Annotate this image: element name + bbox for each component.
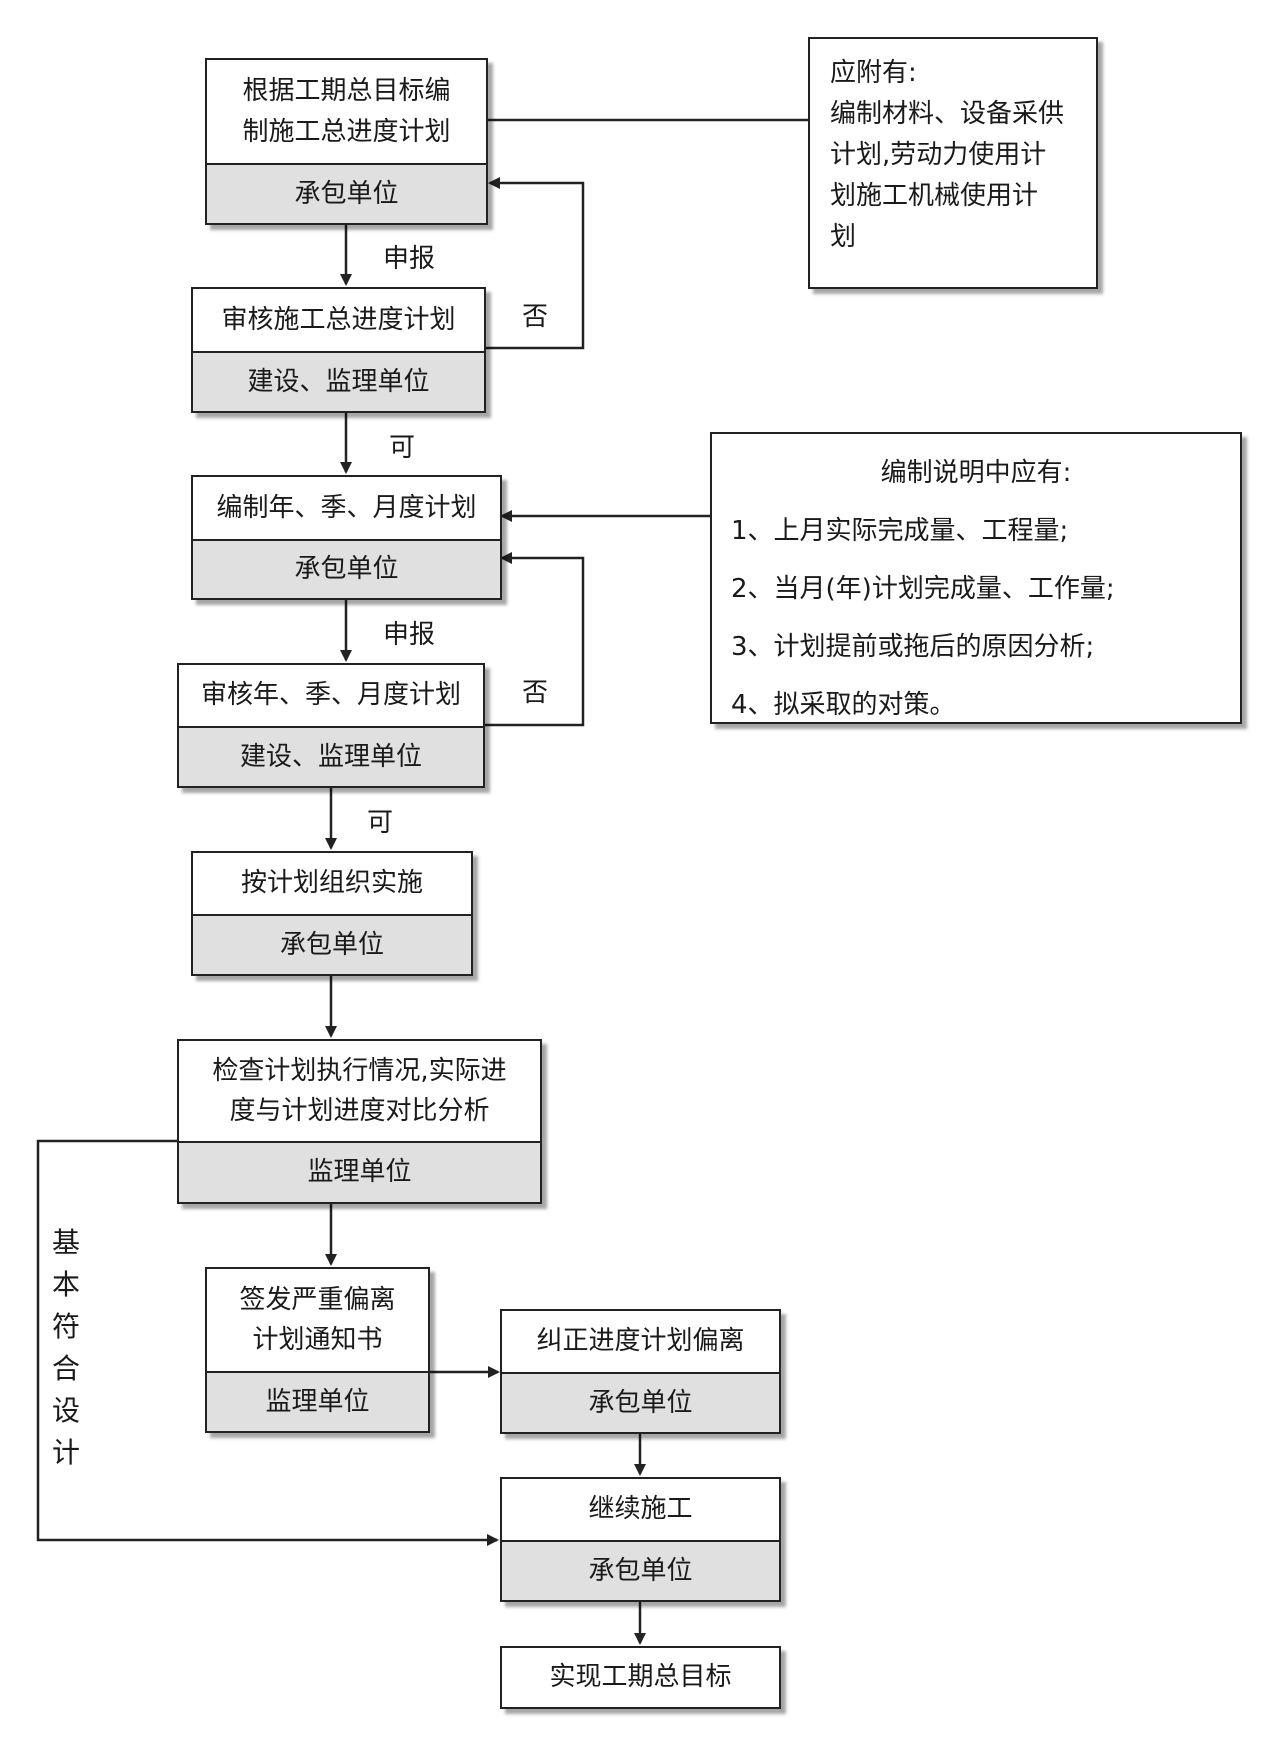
- node-continue-construction: 继续施工 承包单位: [500, 1477, 781, 1602]
- edge-n4-reject-n3: [484, 552, 585, 727]
- edge-n6-bypass-n9: [36, 1139, 499, 1546]
- attachment-note-line: 划: [830, 222, 857, 252]
- task-line: 度与计划进度对比分析: [229, 1096, 490, 1126]
- label-char: 基: [51, 1226, 80, 1259]
- label-reject: 否: [522, 678, 549, 708]
- label-char: 本: [51, 1268, 80, 1301]
- node-unit: 承包单位: [193, 541, 500, 598]
- node-unit: 承包单位: [193, 916, 471, 974]
- node-unit: 承包单位: [502, 1374, 779, 1432]
- explanation-note-item: 3、计划提前或拖后的原因分析;: [731, 632, 1095, 662]
- node-correct-deviation: 纠正进度计划偏离 承包单位: [500, 1309, 781, 1434]
- attachment-note-line: 划施工机械使用计: [830, 181, 1039, 211]
- node-task: 审核年、季、月度计划: [179, 665, 483, 728]
- node-task: 纠正进度计划偏离: [502, 1311, 779, 1374]
- node-review-periodic-plan: 审核年、季、月度计划 建设、监理单位: [177, 663, 485, 788]
- task-line: 制施工总进度计划: [242, 116, 451, 147]
- node-task: 签发严重偏离 计划通知书: [207, 1269, 428, 1373]
- node-task: 审核施工总进度计划: [193, 289, 484, 353]
- explanation-note-item: 2、当月(年)计划完成量、工作量;: [731, 574, 1115, 604]
- label-approve: 可: [367, 808, 394, 838]
- node-task: 继续施工: [502, 1479, 779, 1542]
- node-unit: 建设、监理单位: [179, 728, 483, 786]
- node-unit: 建设、监理单位: [193, 353, 484, 411]
- label-submit: 申报: [383, 244, 436, 274]
- attachment-note-line: 应附有:: [830, 58, 917, 88]
- task-line: 签发严重偏离: [239, 1284, 396, 1315]
- node-unit: 承包单位: [207, 165, 486, 223]
- label-char: 设: [51, 1394, 80, 1427]
- explanation-note-title: 编制说明中应有:: [880, 458, 1072, 488]
- node-task: 编制年、季、月度计划: [193, 477, 500, 541]
- task-line: 检查计划执行情况,实际进: [212, 1055, 507, 1086]
- node-task: 检查计划执行情况,实际进 度与计划进度对比分析: [179, 1041, 540, 1143]
- label-reject: 否: [522, 302, 549, 332]
- node-compile-periodic-plan: 编制年、季、月度计划 承包单位: [191, 475, 502, 600]
- attachment-note-line: 编制材料、设备采供: [830, 99, 1065, 129]
- label-basically-conforms: 基 本 符 合 设 计: [48, 1222, 84, 1474]
- label-char: 计: [51, 1436, 80, 1469]
- explanation-note-item: 1、上月实际完成量、工程量;: [731, 516, 1069, 546]
- label-submit: 申报: [383, 620, 436, 650]
- task-line: 计划通知书: [252, 1325, 383, 1355]
- explanation-note-item: 4、拟采取的对策。: [731, 690, 956, 720]
- attachment-note: 应附有: 编制材料、设备采供 计划,劳动力使用计 划施工机械使用计 划: [808, 37, 1098, 289]
- explanation-note: 编制说明中应有: 1、上月实际完成量、工程量; 2、当月(年)计划完成量、工作量…: [710, 432, 1242, 724]
- node-implement-plan: 按计划组织实施 承包单位: [191, 851, 473, 976]
- label-approve: 可: [389, 433, 416, 463]
- label-char: 合: [51, 1352, 80, 1385]
- node-issue-deviation-notice: 签发严重偏离 计划通知书 监理单位: [205, 1267, 430, 1433]
- node-achieve-target: 实现工期总目标: [500, 1646, 781, 1709]
- node-review-master-schedule: 审核施工总进度计划 建设、监理单位: [191, 287, 486, 413]
- node-unit: 监理单位: [207, 1373, 428, 1431]
- edge-n2-reject-n1: [484, 177, 585, 350]
- node-task: 根据工期总目标编 制施工总进度计划: [207, 60, 486, 165]
- node-task: 实现工期总目标: [549, 1662, 732, 1693]
- node-task: 按计划组织实施: [193, 853, 471, 916]
- label-char: 符: [51, 1310, 80, 1343]
- node-compile-master-schedule: 根据工期总目标编 制施工总进度计划 承包单位: [205, 58, 488, 225]
- node-unit: 承包单位: [502, 1542, 779, 1600]
- node-unit: 监理单位: [179, 1143, 540, 1202]
- node-check-execution: 检查计划执行情况,实际进 度与计划进度对比分析 监理单位: [177, 1039, 542, 1204]
- attachment-note-line: 计划,劳动力使用计: [830, 140, 1047, 170]
- task-line: 根据工期总目标编: [242, 76, 451, 107]
